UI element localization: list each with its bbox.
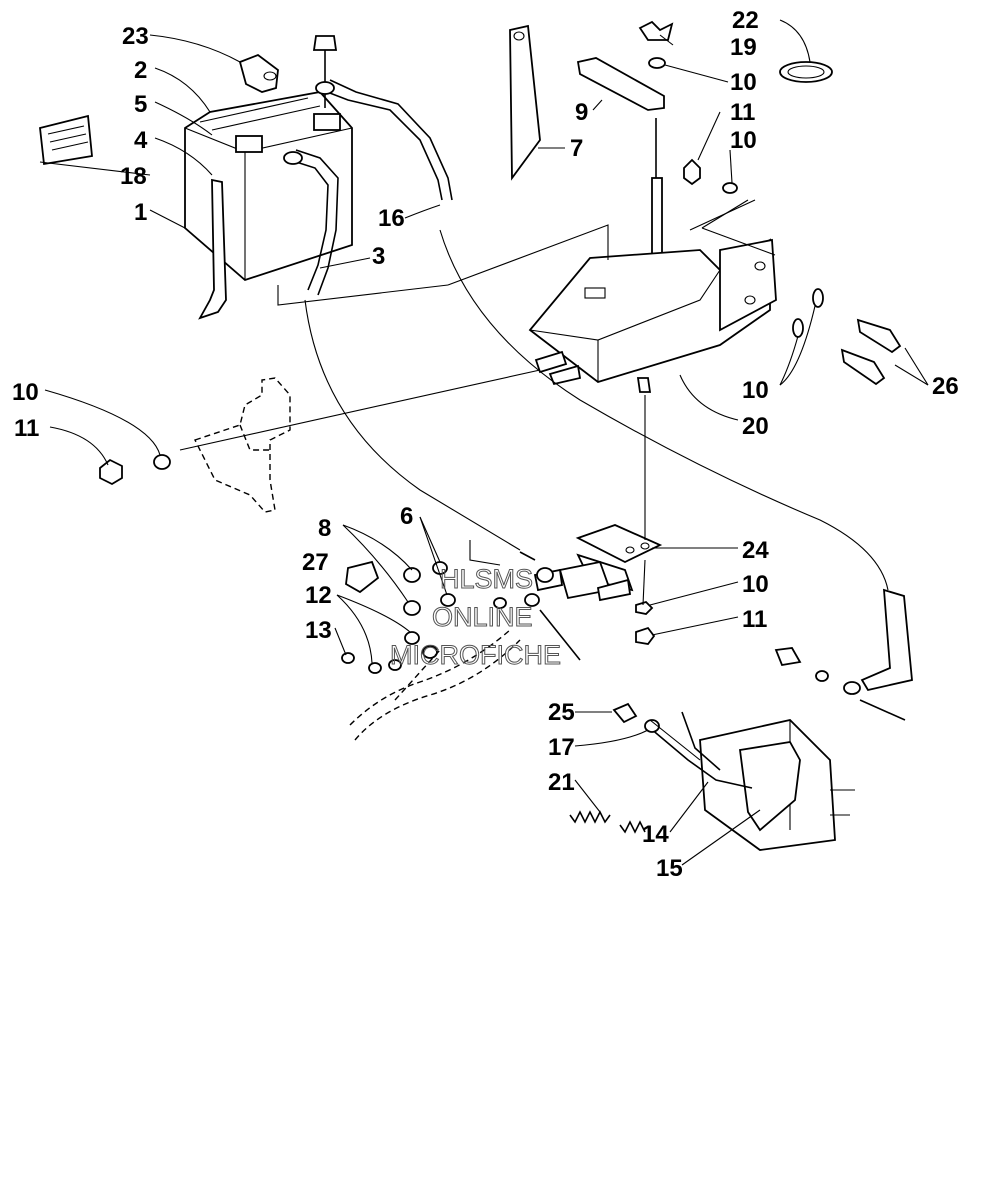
watermark-line-2: ONLINE [432,602,533,632]
callout-13: 13 [305,617,332,644]
callout-6: 6 [400,503,413,530]
callout-5: 5 [134,91,147,118]
ground-cable-end [774,588,913,721]
callout-22: 22 [732,7,759,34]
callout-16: 16 [378,205,405,232]
callout-3: 3 [372,243,385,270]
terminal-hardware [341,551,581,741]
callout-4: 4 [134,127,148,154]
callout-19: 19 [730,34,757,61]
callout-20: 20 [742,413,769,440]
negative-cable [283,149,339,296]
watermark: HLSMS ONLINE MICROFICHE [390,564,562,671]
leader-lines [39,19,929,866]
wing-nut [638,20,674,69]
callout-10b: 10 [730,127,757,154]
watermark-line-3: MICROFICHE [390,640,561,670]
left-washer [153,454,171,470]
vent-tube [198,178,227,320]
callout-18: 18 [120,163,147,190]
callout-10e: 10 [742,571,769,598]
callout-10c: 10 [742,377,769,404]
callout-21: 21 [548,769,575,796]
mounting-bracket [99,377,291,513]
springs [569,810,646,834]
nut [683,158,701,186]
positive-cable [315,79,453,201]
callout-labels: 23 2 5 4 18 1 3 16 7 9 19 10 22 11 10 20… [12,7,959,882]
callout-10: 10 [730,69,757,96]
callout-15: 15 [656,855,683,882]
watermark-line-1: HLSMS [440,564,533,594]
callout-2: 2 [134,57,147,84]
callout-26: 26 [932,373,959,400]
battery-tray [528,238,777,393]
callout-27: 27 [302,549,329,576]
callout-23: 23 [122,23,149,50]
callout-1: 1 [134,199,147,226]
decal [39,114,93,166]
terminal-cover [238,53,279,93]
terminal-bolt [312,35,338,108]
battery [184,91,353,282]
callout-25: 25 [548,699,575,726]
starter-motor [612,702,855,851]
callout-24: 24 [742,537,769,564]
hold-down-bar [576,57,665,111]
callout-12: 12 [305,582,332,609]
washer [722,182,738,194]
callout-8: 8 [318,515,331,542]
callout-9: 9 [575,99,588,126]
callout-17: 17 [548,734,575,761]
callout-11c: 11 [742,606,767,633]
hold-down-strap [509,24,541,181]
left-nut [99,458,123,486]
callout-11: 11 [730,99,755,126]
callout-14: 14 [642,821,669,848]
hose-clamp [779,61,833,83]
callout-7: 7 [570,135,583,162]
tray-bolts [792,288,902,386]
callout-11b: 11 [14,415,39,442]
callout-10d: 10 [12,379,39,406]
